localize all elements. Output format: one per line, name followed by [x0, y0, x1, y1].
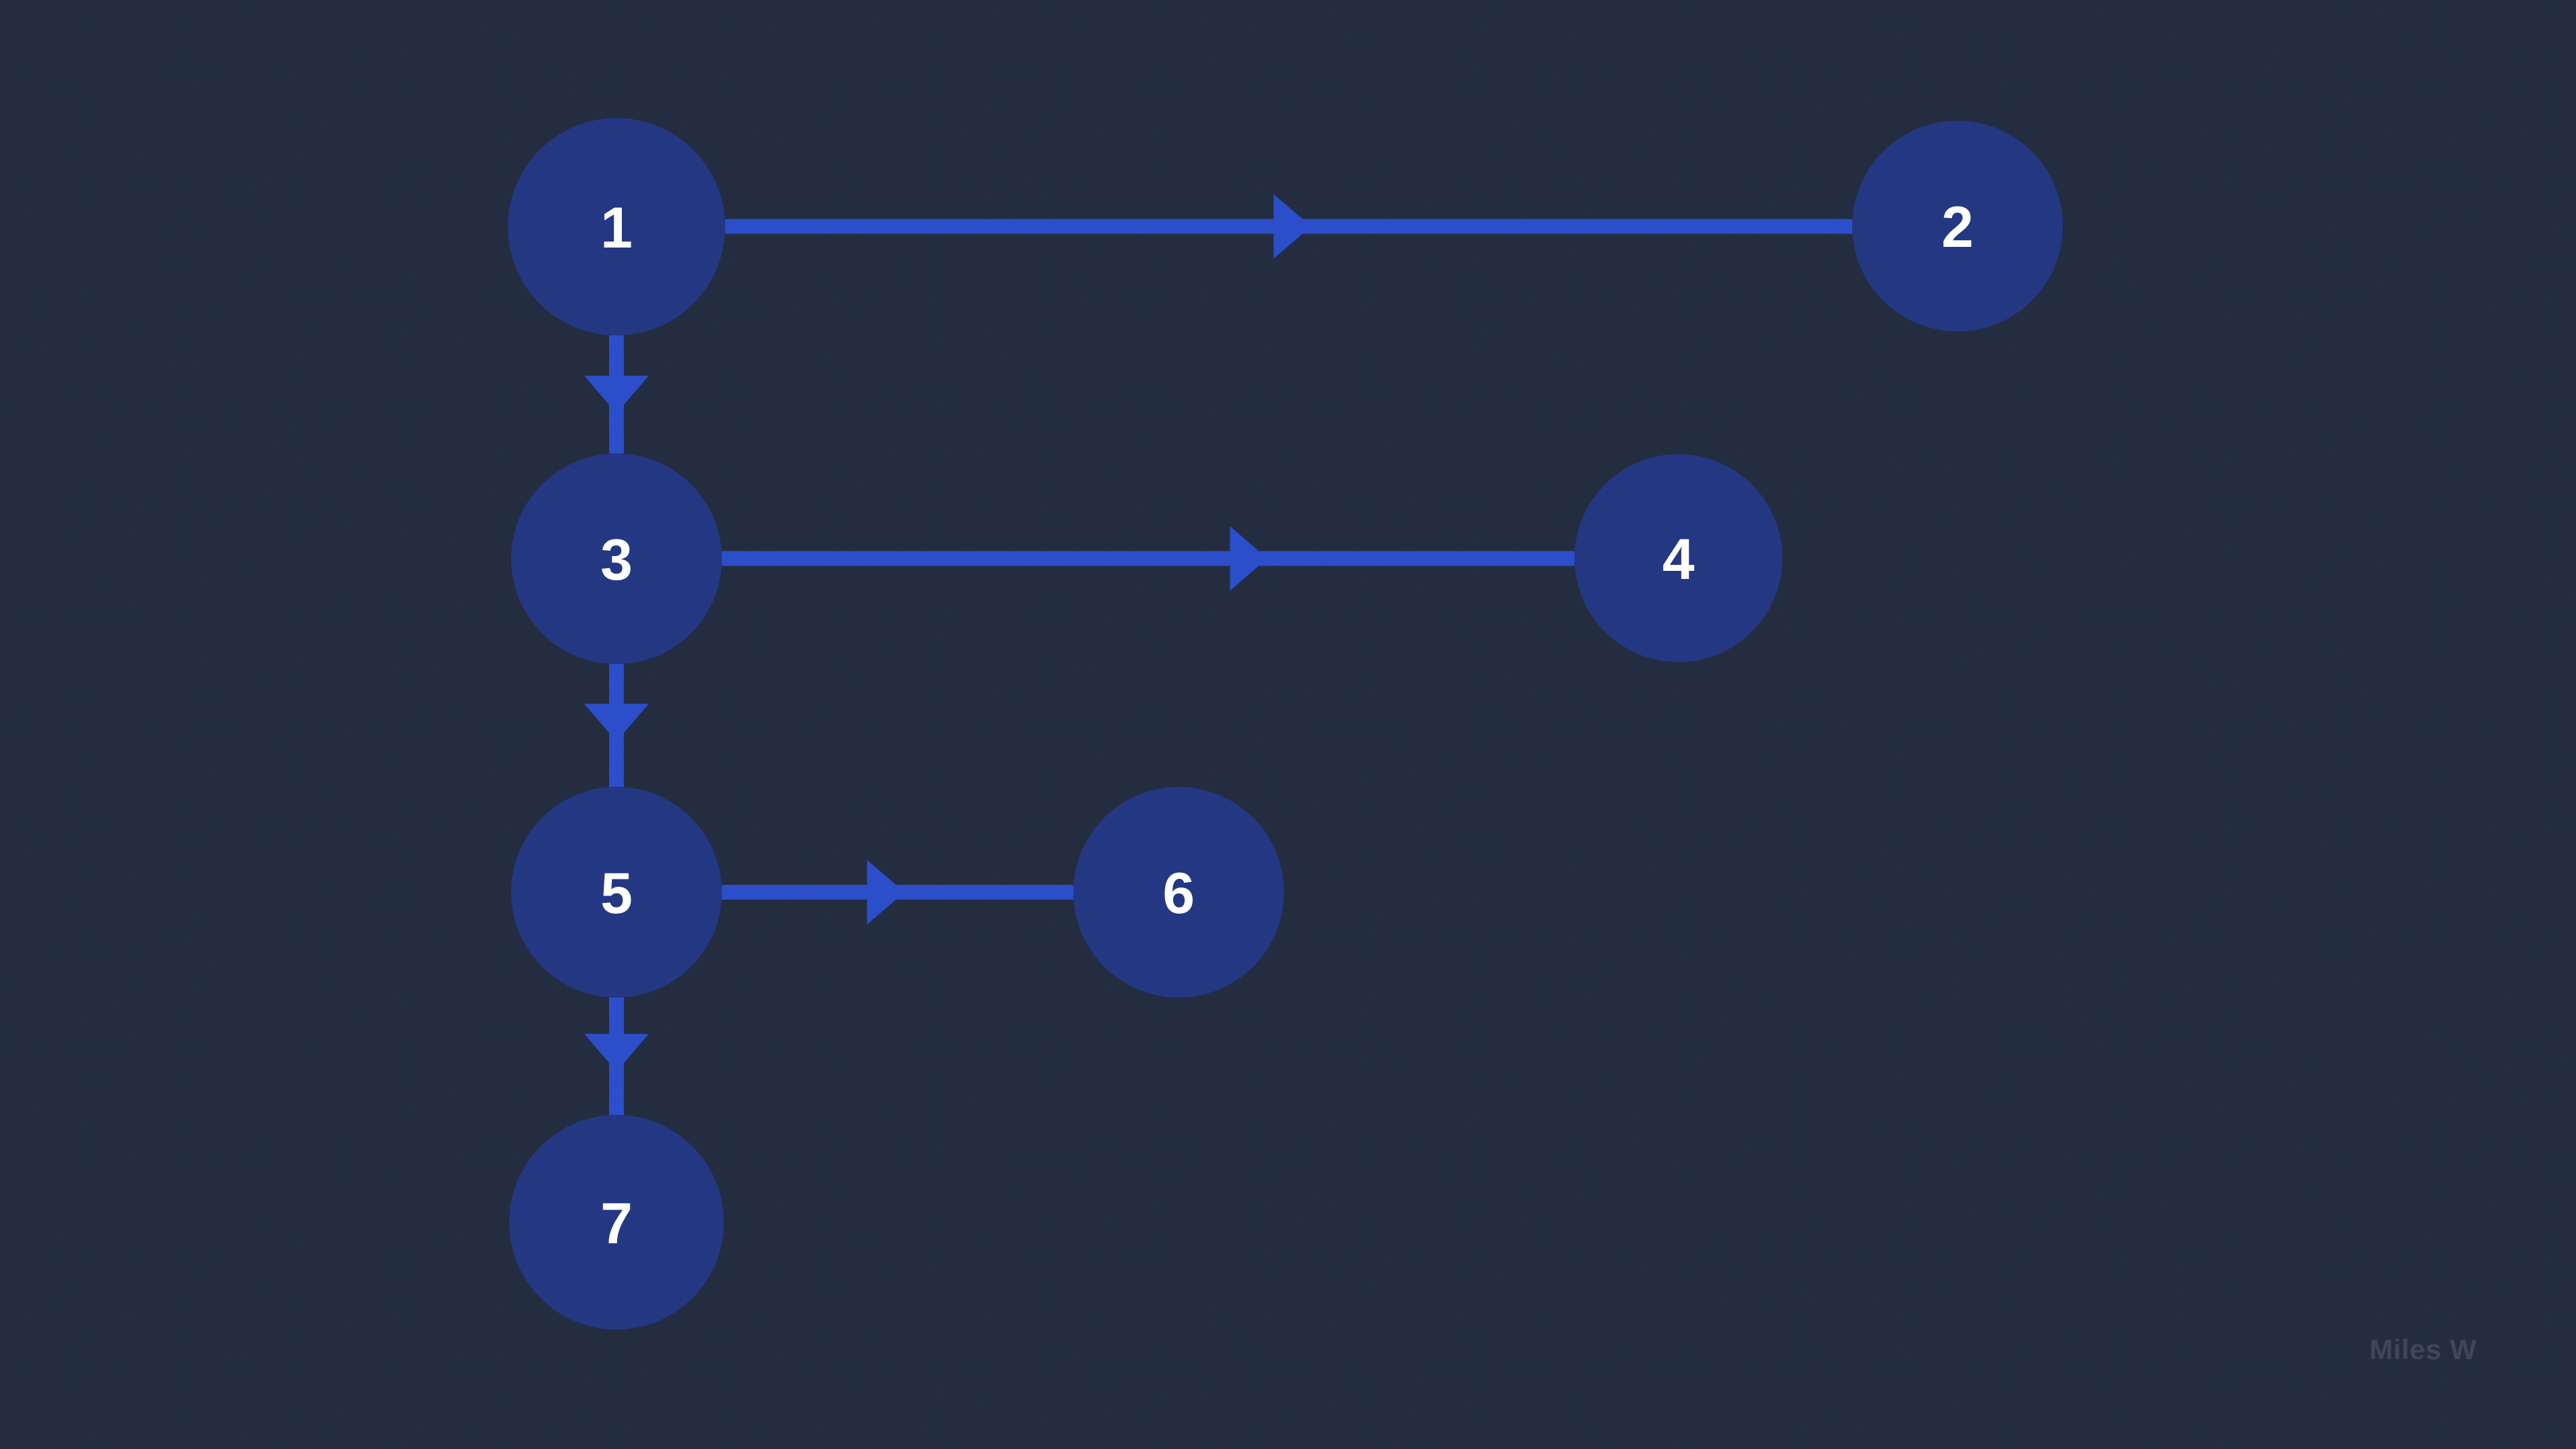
edge-1-to-3 — [584, 335, 649, 453]
graph-node-1[interactable]: 1 — [508, 118, 725, 335]
arrowhead-icon — [584, 704, 649, 742]
graph-node-2[interactable]: 2 — [1852, 121, 2063, 331]
node-label: 3 — [600, 528, 633, 592]
edge-line — [722, 551, 1574, 566]
node-label: 4 — [1662, 527, 1695, 592]
graph-node-7[interactable]: 7 — [509, 1115, 724, 1330]
edge-5-to-6 — [722, 860, 1073, 924]
arrowhead-icon — [867, 860, 905, 924]
arrowhead-icon — [584, 1034, 649, 1072]
nodes-layer: 1 2 3 4 5 6 7 — [508, 118, 2063, 1330]
watermark-label: Miles W — [2369, 1334, 2477, 1365]
node-label: 2 — [1941, 195, 1974, 260]
node-label: 5 — [600, 861, 633, 926]
graph-node-4[interactable]: 4 — [1574, 454, 1782, 662]
node-label: 7 — [600, 1191, 633, 1256]
node-label: 6 — [1163, 861, 1195, 926]
graph-node-3[interactable]: 3 — [511, 453, 722, 664]
graph-node-5[interactable]: 5 — [511, 787, 722, 998]
arrowhead-icon — [1273, 194, 1311, 259]
edge-3-to-5 — [584, 664, 649, 787]
edge-3-to-4 — [722, 526, 1574, 591]
arrowhead-icon — [1230, 526, 1268, 591]
edge-5-to-7 — [584, 998, 649, 1115]
node-label: 1 — [600, 196, 633, 260]
edge-1-to-2 — [725, 194, 1852, 259]
arrowhead-icon — [584, 376, 649, 414]
graph-node-6[interactable]: 6 — [1073, 787, 1284, 998]
